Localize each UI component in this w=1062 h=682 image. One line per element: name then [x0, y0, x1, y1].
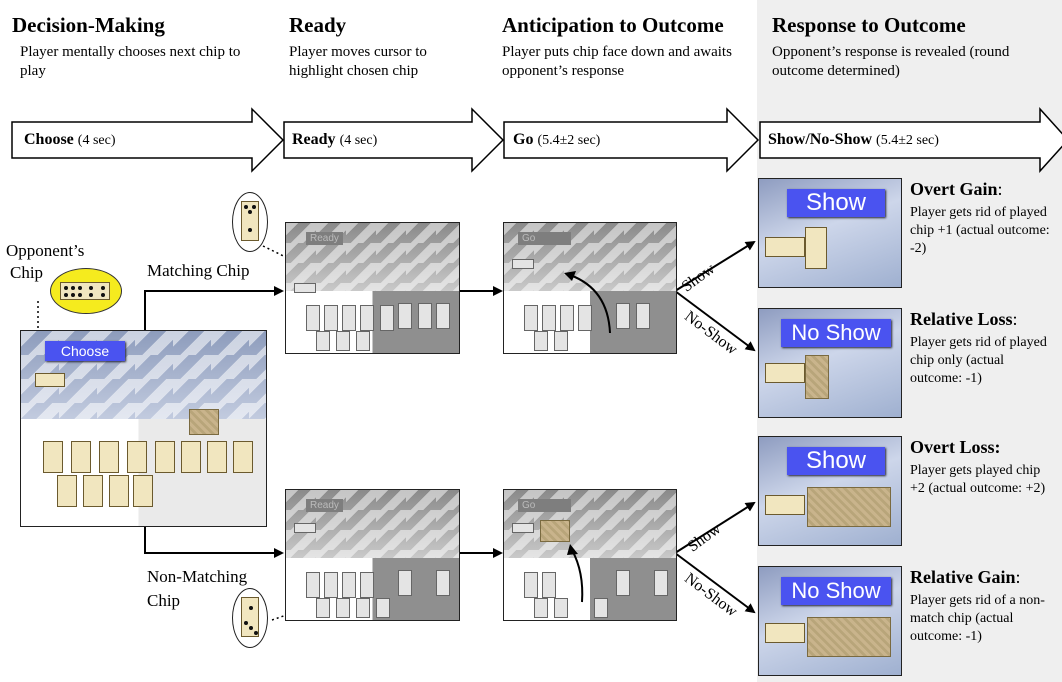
- opponent-domino: [60, 282, 110, 300]
- timeline-label-go: Go (5.4±2 sec): [513, 131, 601, 148]
- choose-screen: Choose: [20, 330, 267, 527]
- outcome-title-overt-gain: Overt Gain:: [910, 179, 1003, 199]
- arrow-bottom-show: [674, 501, 756, 554]
- go-screen-top-move-arrow: [564, 271, 611, 334]
- opponent-chip-label: Opponent’s: [6, 241, 85, 260]
- ready-screen-top: Ready: [285, 222, 460, 354]
- nonmatching-domino: [241, 597, 259, 637]
- stage-title-anticipation: Anticipation to Outcome: [502, 13, 724, 37]
- outcome-screen-relative-loss-button: No Show: [781, 319, 891, 347]
- nonmatching-chip-label-2: Chip: [147, 591, 181, 610]
- stage-desc-ready: Player moves cursor to highlight chosen …: [289, 44, 427, 79]
- outcome-screen-relative-gain-button: No Show: [781, 577, 891, 605]
- outcome-title-relative-loss: Relative Loss:: [910, 309, 1018, 329]
- timeline-arrow-show: [759, 107, 1062, 173]
- arrow-top-show: [674, 240, 756, 292]
- outcome-desc-relative-gain: Player gets rid of a non-match chip (act…: [910, 593, 1045, 644]
- nonmatching-chip-label: Non-Matching: [147, 567, 248, 586]
- outcome-screen-overt-loss: Show: [758, 436, 902, 546]
- opponent-chip-label-2: Chip: [10, 263, 44, 282]
- ready-screen-bottom: Ready: [285, 489, 460, 621]
- timeline-label-choose: Choose (4 sec): [24, 131, 116, 148]
- outcome-title-overt-loss: Overt Loss:: [910, 437, 1001, 457]
- matching-domino: [241, 201, 259, 241]
- outcome-screen-overt-gain-button: Show: [787, 189, 885, 217]
- choose-screen-opponent-chip: [35, 373, 65, 387]
- outcome-title-relative-gain: Relative Gain:: [910, 567, 1021, 587]
- connector-matching: [144, 286, 284, 330]
- stage-desc-anticipation: Player puts chip face down and awaits op…: [502, 44, 732, 79]
- go-screen-bottom-button: Go: [518, 499, 571, 512]
- ready-screen-top-button: Ready: [306, 232, 343, 245]
- stage-desc-response: Opponent’s response is revealed (round o…: [772, 44, 1010, 79]
- outcome-screen-overt-loss-button: Show: [787, 447, 885, 475]
- go-screen-top: Go: [503, 222, 677, 354]
- stage-desc-decision-making: Player mentally chooses next chip to pla…: [20, 44, 241, 79]
- outcome-desc-overt-gain: Player gets rid of played chip +1 (actua…: [910, 205, 1050, 256]
- outcome-screen-relative-loss: No Show: [758, 308, 902, 418]
- arrow-bottom-noshow: [674, 552, 756, 614]
- choose-screen-deck: [189, 409, 219, 435]
- go-screen-bottom-move-arrow: [567, 544, 584, 603]
- connector-nonmatching: [144, 526, 284, 558]
- outcome-screen-overt-gain: Show: [758, 178, 902, 288]
- outcome-screen-relative-gain: No Show: [758, 566, 902, 676]
- timeline-arrow-ready: [283, 107, 505, 173]
- timeline-arrow-go: [503, 107, 760, 173]
- outcome-desc-overt-loss: Player gets played chip +2 (actual outco…: [910, 463, 1046, 496]
- go-screen-bottom: Go: [503, 489, 677, 621]
- go-screen-top-button: Go: [518, 232, 571, 245]
- choose-screen-button: Choose: [45, 341, 125, 361]
- matching-chip-label: Matching Chip: [147, 261, 250, 280]
- timeline-label-ready: Ready (4 sec): [292, 131, 378, 148]
- ready-screen-bottom-button: Ready: [306, 499, 343, 512]
- arrow-top-noshow: [674, 290, 756, 352]
- matching-chip-callout: [232, 192, 268, 252]
- nonmatching-chip-callout: [232, 588, 268, 648]
- timeline-label-show-noshow: Show/No-Show (5.4±2 sec): [768, 131, 939, 148]
- timeline-arrow-choose: [11, 107, 285, 173]
- stage-title-response: Response to Outcome: [772, 13, 966, 37]
- outcome-desc-relative-loss: Player gets rid of played chip only (act…: [910, 335, 1047, 386]
- opponent-chip-highlight: [50, 268, 122, 314]
- stage-title-ready: Ready: [289, 13, 347, 37]
- stage-title-decision-making: Decision-Making: [12, 13, 165, 37]
